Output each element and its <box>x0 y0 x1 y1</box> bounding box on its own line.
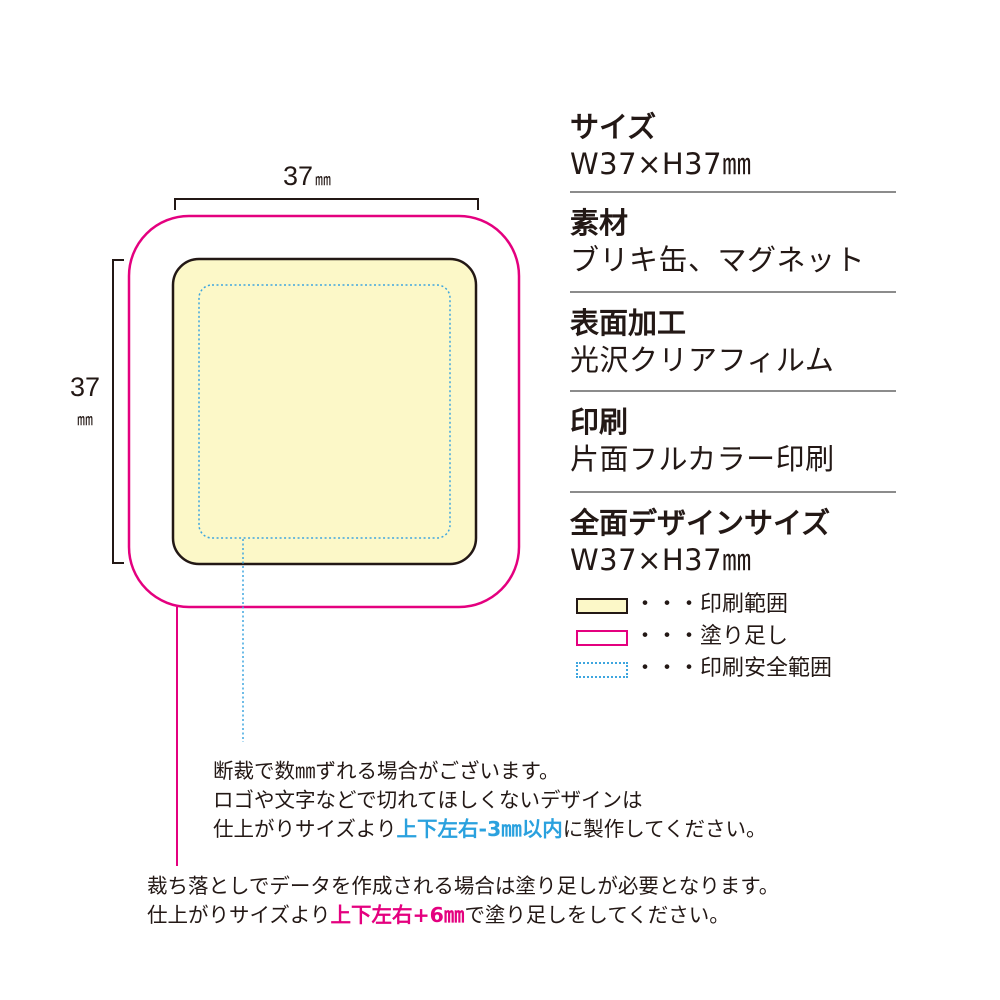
spec-heading: 表面加工 <box>570 306 687 340</box>
print-area <box>171 257 478 566</box>
spec-finish: 表面加工 光沢クリアフィルム <box>570 293 896 392</box>
bleed-note-line-2: 仕上がりサイズより上下左右+6㎜で塗り足しをしてください。 <box>147 901 779 930</box>
bleed-note-highlight: 上下左右+6㎜ <box>330 903 465 927</box>
width-dimension-value: 37 <box>283 161 313 191</box>
spec-size: サイズ W37×H37㎜ <box>570 105 896 193</box>
safe-note-post: に製作してください。 <box>562 817 767 841</box>
bleed-note: 裁ち落としでデータを作成される場合は塗り足しが必要となります。 仕上がりサイズよ… <box>147 872 779 930</box>
spec-table: サイズ W37×H37㎜ 素材 ブリキ缶、マグネット 表面加工 光沢クリアフィル… <box>570 105 896 579</box>
print-area-swatch <box>576 598 628 614</box>
legend-dots: ・・・ <box>634 592 701 617</box>
spec-heading: サイズ <box>570 110 657 144</box>
legend-item-safe-area: ・・・印刷安全範囲 <box>576 654 876 684</box>
height-dimension-value: 37 <box>70 372 100 402</box>
safe-area-swatch <box>576 662 628 678</box>
spec-value: ブリキ缶、マグネット <box>570 243 866 277</box>
width-dimension-unit: ㎜ <box>315 170 331 189</box>
bleed-note-pre: 仕上がりサイズより <box>147 903 331 927</box>
safe-note-highlight: 上下左右-3㎜以内 <box>396 817 563 841</box>
bleed-swatch <box>576 630 628 646</box>
legend-label: 印刷範囲 <box>700 592 789 617</box>
spec-heading: 全面デザインサイズ <box>570 506 831 540</box>
safe-area-outline <box>198 284 451 539</box>
legend-label: 塗り足し <box>700 624 789 649</box>
legend-dots: ・・・ <box>634 656 701 681</box>
spec-material: 素材 ブリキ缶、マグネット <box>570 193 896 293</box>
spec-value: 光沢クリアフィルム <box>570 343 835 377</box>
safe-note-line-2: ロゴや文字などで切れてほしくないデザインは <box>213 788 643 812</box>
safe-note-line-3: 仕上がりサイズより上下左右-3㎜以内に製作してください。 <box>213 815 767 844</box>
legend-item-print-area: ・・・印刷範囲 <box>576 590 876 620</box>
legend-dots: ・・・ <box>634 624 701 649</box>
spec-value: 片面フルカラー印刷 <box>570 442 835 476</box>
safe-note-line-1: 断裁で数㎜ずれる場合がございます。 <box>213 759 560 783</box>
height-dimension-line <box>112 259 124 564</box>
width-dimension-line <box>174 198 479 210</box>
bleed-note-post: で塗り足しをしてください。 <box>464 903 730 927</box>
height-dimension-unit: ㎜ <box>77 410 93 429</box>
safe-area-note: 断裁で数㎜ずれる場合がございます。 ロゴや文字などで切れてほしくないデザインは … <box>213 757 767 844</box>
spec-heading: 素材 <box>570 206 629 240</box>
spec-printing: 印刷 片面フルカラー印刷 <box>570 392 896 493</box>
legend-item-bleed: ・・・塗り足し <box>576 622 876 652</box>
safe-note-pre: 仕上がりサイズより <box>213 817 397 841</box>
spec-value: W37×H37㎜ <box>570 543 752 577</box>
bleed-note-line-1: 裁ち落としでデータを作成される場合は塗り足しが必要となります。 <box>147 874 780 898</box>
spec-value: W37×H37㎜ <box>570 147 752 181</box>
spec-design-size: 全面デザインサイズ W37×H37㎜ <box>570 493 896 579</box>
legend-label: 印刷安全範囲 <box>700 656 833 681</box>
spec-heading: 印刷 <box>570 405 629 439</box>
